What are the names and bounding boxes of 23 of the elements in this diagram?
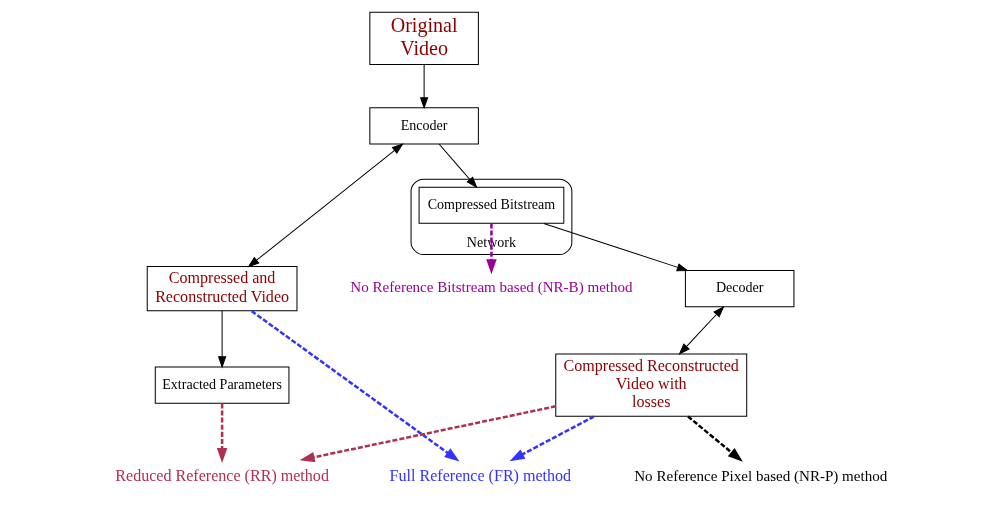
node-text: No Reference Pixel based (NR-P) method: [634, 468, 888, 485]
arrow: [438, 143, 478, 188]
node-box: Compressed and Reconstructed Video: [146, 266, 298, 312]
arrow: [486, 223, 497, 275]
arrow: [218, 310, 227, 368]
arrow: [251, 310, 460, 462]
arrow: [679, 306, 724, 355]
arrow: [420, 64, 429, 109]
node-box: Decoder: [684, 270, 795, 308]
node-box: Original Video: [369, 11, 479, 66]
node-box: Encoder: [369, 107, 479, 145]
node-box: Compressed Bitstream: [418, 186, 565, 224]
node-box: Extracted Parameters: [154, 366, 290, 404]
arrow: [509, 415, 595, 462]
arrow: [687, 415, 743, 462]
arrow: [299, 405, 556, 463]
node-text: Reduced Reference (RR) method: [115, 467, 329, 485]
arrow: [216, 403, 228, 463]
arrow: [543, 222, 688, 272]
node-box: Compressed Reconstructed Video with losses: [555, 353, 748, 417]
node-text: Full Reference (FR) method: [389, 467, 572, 485]
arrow: [248, 143, 403, 268]
node-text: No Reference Bitstream based (NR-B) method: [350, 279, 633, 296]
